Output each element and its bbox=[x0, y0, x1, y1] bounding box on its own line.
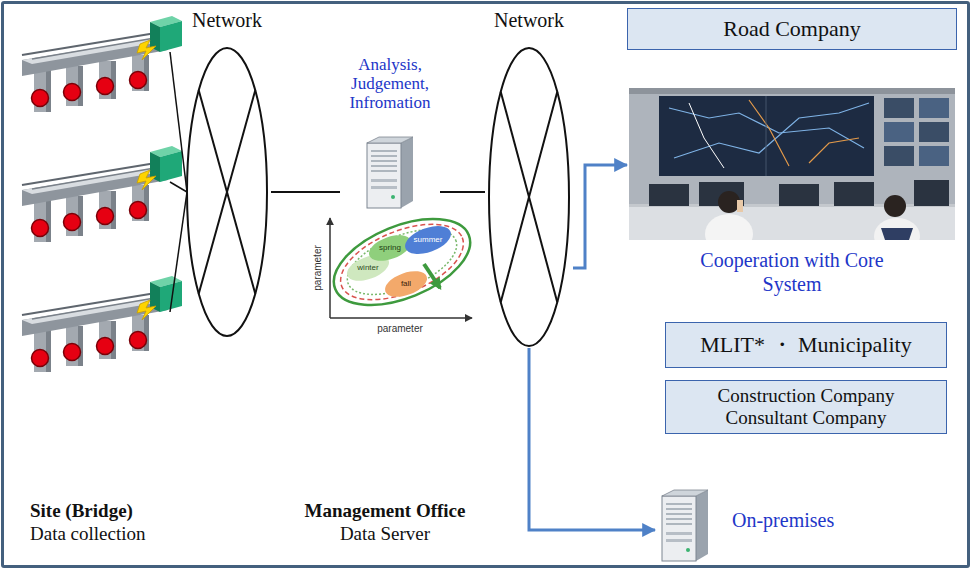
season-label: fall bbox=[401, 279, 411, 289]
illustration-part bbox=[170, 192, 187, 312]
bridge-illustration bbox=[22, 16, 182, 112]
season-label: summer bbox=[414, 235, 443, 245]
illustration-part bbox=[401, 221, 454, 260]
illustration-part bbox=[170, 52, 187, 192]
network-cross bbox=[501, 92, 558, 303]
axis-label: parameter bbox=[312, 245, 324, 291]
diagram-node: Network bbox=[183, 8, 271, 338]
bridge-illustration bbox=[22, 146, 182, 242]
label-anchor: Site (Bridge) bbox=[30, 500, 133, 523]
server-icon-shape bbox=[367, 137, 413, 208]
bridge-sites bbox=[22, 16, 182, 372]
section-caption: Management Office bbox=[305, 500, 466, 523]
control-room-illustration bbox=[629, 88, 955, 240]
illustration-part bbox=[330, 317, 472, 319]
label-anchor: Data Server bbox=[340, 523, 430, 546]
network-ellipse bbox=[485, 46, 573, 348]
network-cross bbox=[199, 90, 256, 294]
server-function-label: Analysis, Judgement, Infromation bbox=[340, 55, 440, 112]
bridge-illustration bbox=[22, 276, 182, 372]
illustration-part bbox=[330, 209, 474, 315]
axis-label: parameter bbox=[377, 323, 423, 335]
section-caption: Data Server bbox=[340, 523, 430, 546]
label-anchor: parameter bbox=[312, 245, 324, 291]
connector-line bbox=[529, 348, 655, 530]
network-label: Network bbox=[494, 8, 564, 32]
section-caption: Site (Bridge) bbox=[30, 500, 133, 523]
section-caption: Data collection bbox=[30, 523, 146, 546]
season-chart bbox=[322, 202, 482, 323]
illustration-part bbox=[322, 202, 482, 323]
diagram-node: On-premises bbox=[655, 476, 855, 564]
illustration-part bbox=[329, 218, 331, 318]
label-anchor: parameter bbox=[377, 323, 423, 335]
season-label: winter bbox=[357, 263, 378, 273]
on-premises-label: On-premises bbox=[732, 508, 834, 532]
label-anchor: spring bbox=[379, 243, 401, 253]
connector-line bbox=[440, 191, 485, 193]
organisation-label: Construction Company Consultant Company bbox=[694, 385, 918, 429]
season-label: spring bbox=[379, 243, 401, 253]
network-label: Network bbox=[192, 8, 262, 32]
diagram-node: Analysis, Judgement, Infromation bbox=[340, 55, 440, 210]
server-icon bbox=[365, 135, 415, 209]
diagram-node: Construction Company Consultant Company bbox=[665, 380, 947, 434]
label-anchor: fall bbox=[401, 279, 411, 289]
connector-line bbox=[271, 191, 340, 193]
connector-line bbox=[573, 165, 627, 268]
network-ellipse bbox=[183, 46, 271, 338]
site-wires bbox=[170, 52, 187, 312]
network-outline bbox=[187, 48, 267, 336]
diagram-node: Road CompanyCooperation with Core System bbox=[627, 8, 957, 300]
illustration-part bbox=[170, 182, 187, 192]
network-cross bbox=[199, 90, 256, 294]
network-outline bbox=[489, 48, 569, 346]
diagram-node: MLIT* ・ Municipality bbox=[665, 322, 947, 368]
network-cross bbox=[501, 92, 558, 303]
road-company-box: Road Company bbox=[627, 8, 957, 50]
server-icon-shape bbox=[662, 490, 708, 561]
organisation-label: MLIT* ・ Municipality bbox=[700, 332, 911, 357]
label-anchor: Management Office bbox=[305, 500, 466, 523]
label-anchor: winter bbox=[357, 263, 378, 273]
illustration-part bbox=[424, 264, 440, 288]
illustration-part bbox=[338, 216, 465, 308]
illustration-part bbox=[382, 266, 431, 302]
cooperation-caption: Cooperation with Core System bbox=[677, 248, 907, 296]
label-anchor: Data collection bbox=[30, 523, 146, 546]
control-room-photo bbox=[629, 88, 955, 240]
server-icon bbox=[660, 488, 710, 562]
diagram-node: Network bbox=[485, 8, 573, 348]
label-anchor: summer bbox=[414, 235, 443, 245]
